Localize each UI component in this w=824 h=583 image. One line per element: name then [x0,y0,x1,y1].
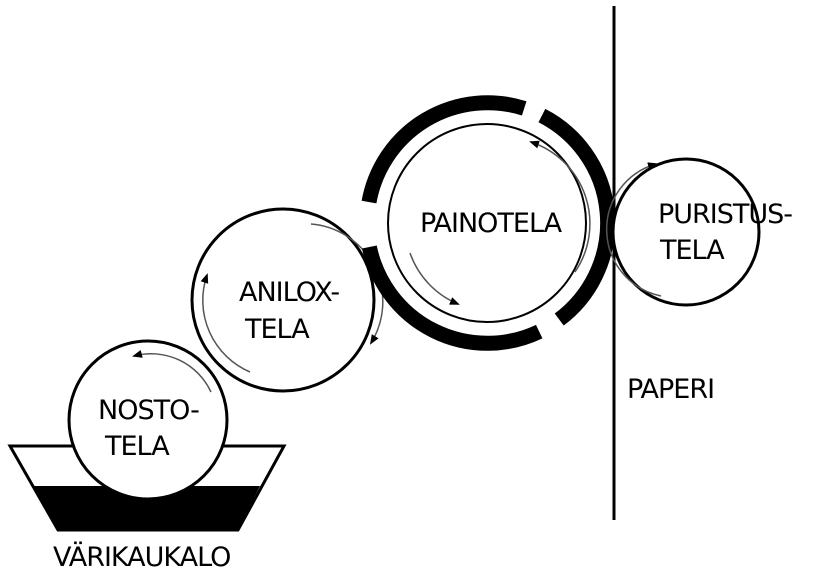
plate-roller-fill [374,110,600,336]
plate-roller [361,95,616,351]
anilox-roller [190,207,384,393]
lifting-roller-body [67,339,229,501]
plate-roller-label: PAINOTELA [420,208,562,239]
ink-pool [34,486,260,530]
rotation-arrow-icon [529,140,591,273]
impression-roller-body [611,157,761,307]
anilox-roller-label-line1: ANILOX- [239,277,340,308]
anilox-roller-body [190,207,376,393]
plate-roller-core [387,123,587,323]
rotation-arrow-icon [605,162,662,297]
rotation-arrow-icon [200,273,251,373]
lifting-roller-label-line1: NOSTO- [98,395,200,426]
plate-sleeve-segment [362,245,543,351]
impression-roller-label-line2: TELA [660,235,725,266]
ink-tray-label: VÄRIKAUKALO [53,542,231,573]
plate-sleeve-segment [361,95,527,204]
anilox-roller-label-line2: TELA [245,314,310,345]
impression-roller-label-line1: PURISTUS- [658,199,793,230]
impression-roller [605,157,761,307]
paper-label: PAPERI [627,374,715,405]
plate-sleeve-segment [538,108,616,326]
rotation-arrow-icon [409,252,460,305]
lifting-roller-label-line2: TELA [105,431,170,462]
lifting-roller [67,339,229,501]
rotation-arrow-icon [132,350,212,393]
